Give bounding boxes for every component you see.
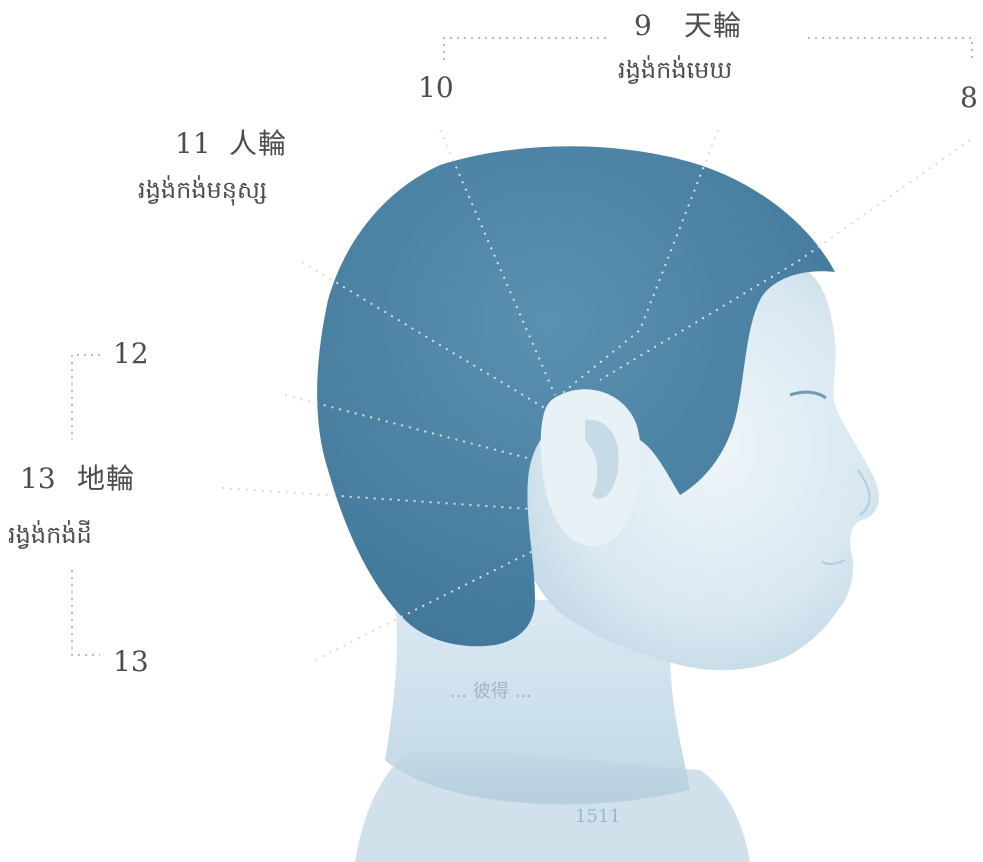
zone-guide-lines bbox=[221, 129, 971, 661]
zone-13-bottom-number: 13 bbox=[113, 645, 149, 678]
zone-10-number: 10 bbox=[418, 71, 454, 104]
zone-11-khmer-label: រង្វង់កង់មនុស្ស bbox=[138, 176, 268, 204]
zone-11-number: 11 bbox=[175, 127, 211, 160]
zone-8-number: 8 bbox=[960, 81, 978, 114]
neck-shape bbox=[385, 600, 690, 805]
zone-12-number: 12 bbox=[113, 337, 149, 370]
zone-13-chinese-label: 地輪 bbox=[77, 462, 136, 495]
eyebrow-detail bbox=[789, 390, 827, 400]
mouth-detail bbox=[821, 559, 846, 566]
left-bracket bbox=[71, 354, 100, 656]
ear-inner-detail bbox=[585, 419, 619, 499]
zone-9-khmer-label: រង្វង់កង់មេឃ bbox=[618, 56, 733, 84]
zone-9-chinese-label: 天輪 bbox=[684, 9, 743, 42]
top-bracket bbox=[443, 37, 973, 60]
zone-11-chinese-label: 人輪 bbox=[229, 127, 288, 160]
nose-detail bbox=[857, 469, 871, 516]
ear-shape bbox=[540, 389, 642, 547]
zone-9-number: 9 bbox=[634, 9, 652, 42]
zone-13-number: 13 bbox=[20, 462, 56, 495]
watermark-number: 1511 bbox=[575, 806, 621, 827]
watermark-text: ... 彼得 ... bbox=[450, 681, 532, 702]
zone-13-khmer-label: រង្វង់កង់ដី bbox=[8, 521, 92, 549]
